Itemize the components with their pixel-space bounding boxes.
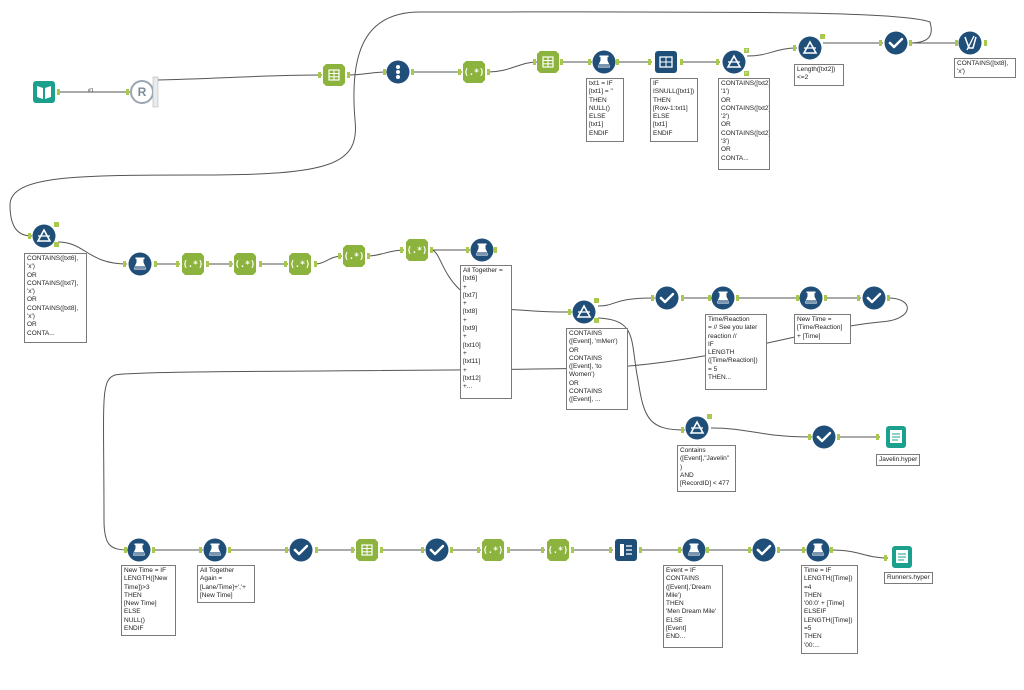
- connector: [157, 74, 323, 81]
- connector: [367, 249, 405, 257]
- annotation-formula-txt1: txt1 = IF [txt1] = '' THEN NULL() ELSE […: [586, 78, 624, 142]
- formula-tool-event-if[interactable]: [682, 538, 706, 562]
- svg-text:T: T: [745, 48, 748, 53]
- select-tool-row4-c[interactable]: [752, 538, 776, 562]
- svg-text:F: F: [745, 71, 748, 76]
- regex-tool-row2-a[interactable]: [182, 253, 204, 275]
- filter-tool-row2[interactable]: [32, 222, 60, 248]
- output-label-runners: Runners.hyper: [884, 572, 933, 584]
- annotation-time-reaction: Time/Reaction = // See you later reactio…: [705, 314, 767, 390]
- annotation-filter-txt8: CONTAINS([txt8], 'x'): [954, 58, 1016, 78]
- connector: [347, 71, 388, 76]
- select-tool-row3[interactable]: [655, 286, 679, 310]
- connector: [597, 297, 656, 307]
- record-id-tool[interactable]: [386, 60, 410, 84]
- select-tool-row3-b[interactable]: [862, 286, 886, 310]
- regex-tool-row4-a[interactable]: [482, 539, 504, 561]
- r-logo-icon: R: [138, 85, 147, 99]
- filter-tool-length[interactable]: [798, 34, 826, 60]
- formula-tool-all-together[interactable]: [470, 238, 494, 262]
- connector: [746, 47, 798, 57]
- connector: [9, 11, 932, 237]
- formula-tool-all-together-again[interactable]: [203, 538, 227, 562]
- book-icon: [37, 86, 51, 99]
- r-tool[interactable]: R: [130, 76, 159, 108]
- formula-tool-new-time-if[interactable]: [127, 538, 151, 562]
- connector: [57, 241, 128, 265]
- annotation-new-time-if: New Time = IF LENGTH([New Time])>3 THEN …: [121, 565, 176, 636]
- transpose-tool[interactable]: [615, 539, 637, 561]
- regex-tool-row2-b[interactable]: [234, 253, 256, 275]
- annotation-all-together: All Together = [txt6] + [txt7] + [txt8] …: [460, 265, 512, 399]
- annotation-time-if: Time = IF LENGTH([Time]) =4 THEN '00:0' …: [801, 565, 858, 654]
- filter-tool-event[interactable]: [572, 298, 600, 324]
- filter-tool-javelin[interactable]: [685, 414, 713, 440]
- annotation-filter-javelin: Contains ([Event],"Javelin" ) AND [Recor…: [677, 445, 736, 492]
- text-to-columns-tool[interactable]: [323, 64, 345, 86]
- annotation-filter-txt2: CONTAINS([txt2], '1') OR CONTAINS([txt2]…: [718, 78, 770, 170]
- annotation-new-time: New Time = [Time/Reaction] + [Time]: [794, 314, 851, 344]
- connector: [830, 549, 889, 559]
- multi-row-formula-tool[interactable]: [655, 51, 677, 73]
- formula-tool-time-if[interactable]: [806, 538, 830, 562]
- formula-tool-time-reaction[interactable]: [711, 286, 735, 310]
- input-data-tool[interactable]: [33, 81, 55, 103]
- select-tool-javelin[interactable]: [812, 425, 836, 449]
- annotation-multirow-txt1: IF ISNULL([txt1]) THEN [Row-1:txt1] ELSE…: [650, 78, 698, 142]
- connector: [103, 297, 908, 551]
- connection-label: #1: [88, 88, 94, 94]
- anchor-nubs: [28, 40, 987, 561]
- regex-tool-row2-c[interactable]: [289, 253, 311, 275]
- regex-tool-row2-e[interactable]: [406, 239, 428, 261]
- text-to-columns-tool-2[interactable]: [537, 51, 559, 73]
- formula-tool-row2[interactable]: [128, 252, 152, 276]
- output-label-javelin: Javelin.hyper: [876, 454, 921, 466]
- regex-tool[interactable]: [463, 61, 485, 83]
- annotation-filter-event: CONTAINS ([Event], 'mMen') OR CONTAINS (…: [566, 328, 628, 410]
- formula-tool-new-time[interactable]: [799, 286, 823, 310]
- select-tool-row4-a[interactable]: [289, 538, 313, 562]
- output-tool-javelin[interactable]: [886, 426, 906, 448]
- annotation-all-together-again: All Together Again = [Lane/Time]+','+ [N…: [197, 565, 255, 603]
- connector-lines: [9, 11, 958, 559]
- connector: [487, 61, 538, 73]
- annotation-event-if: Event = IF CONTAINS ([Event],'Dream Mile…: [663, 565, 723, 648]
- cleanse-tool[interactable]: [958, 31, 982, 55]
- select-tool[interactable]: [884, 31, 908, 55]
- formula-tool[interactable]: [592, 50, 616, 74]
- annotation-filter-length: Length([txt2]) <=2: [794, 64, 844, 86]
- select-tool-row4-b[interactable]: [425, 538, 449, 562]
- connector: [314, 255, 343, 265]
- text-to-columns-tool-row4[interactable]: [356, 539, 378, 561]
- filter-tool[interactable]: T F: [722, 48, 750, 76]
- output-tool-runners[interactable]: [892, 546, 912, 568]
- connector: [597, 317, 686, 431]
- connector: [710, 427, 813, 438]
- regex-tool-row4-b[interactable]: [547, 539, 569, 561]
- annotation-filter-row2: CONTAINS([txt6], 'x') OR CONTAINS([txt7]…: [24, 253, 87, 343]
- regex-tool-row2-d[interactable]: [343, 245, 365, 267]
